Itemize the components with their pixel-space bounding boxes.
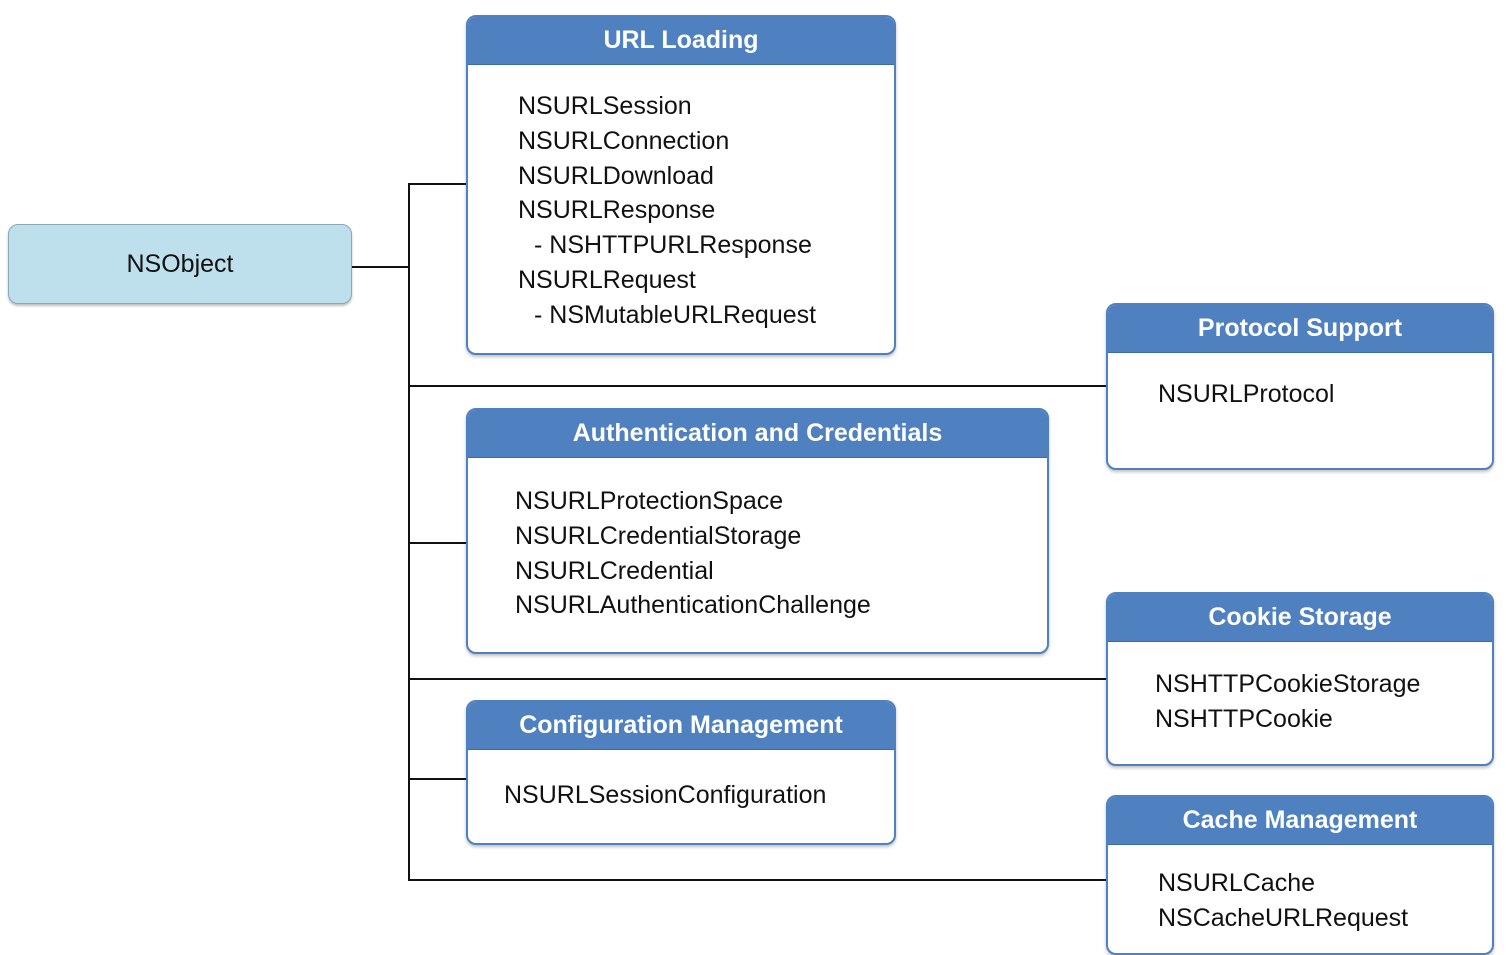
class-item: NSURLProtectionSpace — [515, 487, 784, 515]
class-item: NSURLCache — [1158, 869, 1316, 897]
group-url-loading-title: URL Loading — [468, 17, 894, 65]
class-item: NSHTTPCookie — [1155, 704, 1333, 733]
group-url-loading: URL Loading NSURLSession NSURLConnection… — [466, 15, 896, 355]
group-authentication-items: NSURLProtectionSpace NSURLCredentialStor… — [468, 458, 1047, 623]
class-item: NSURLProtocol — [1158, 380, 1335, 408]
class-item: NSURLCredentialStorage — [515, 521, 802, 550]
connector-trunk — [408, 183, 410, 881]
group-configuration: Configuration Management NSURLSessionCon… — [466, 700, 896, 845]
class-item: NSURLAuthenticationChallenge — [515, 591, 871, 620]
group-protocol-items: NSURLProtocol — [1108, 353, 1492, 412]
group-cache-title: Cache Management — [1108, 797, 1492, 845]
class-item: NSURLConnection — [518, 126, 730, 155]
connector-root — [352, 266, 410, 268]
class-item: NSHTTPCookieStorage — [1155, 670, 1421, 698]
connector-cache — [408, 879, 1108, 881]
group-cookie-title: Cookie Storage — [1108, 594, 1492, 642]
connector-url-loading — [408, 183, 468, 185]
connector-cookie — [408, 678, 1108, 680]
group-cookie: Cookie Storage NSHTTPCookieStorage NSHTT… — [1106, 592, 1494, 766]
connector-authentication — [408, 542, 468, 544]
connector-configuration — [408, 778, 468, 780]
class-item: NSURLCredential — [515, 556, 714, 585]
group-url-loading-items: NSURLSession NSURLConnection NSURLDownlo… — [468, 65, 894, 333]
connector-protocol — [408, 385, 1108, 387]
group-protocol: Protocol Support NSURLProtocol — [1106, 303, 1494, 470]
subclass-item: - NSHTTPURLResponse — [534, 231, 812, 260]
class-item: NSCacheURLRequest — [1158, 903, 1409, 932]
group-cache: Cache Management NSURLCache NSCacheURLRe… — [1106, 795, 1494, 955]
class-item: NSURLDownload — [518, 161, 714, 190]
group-cookie-items: NSHTTPCookieStorage NSHTTPCookie — [1108, 642, 1492, 737]
nsobject-label: NSObject — [126, 249, 234, 278]
group-authentication: Authentication and Credentials NSURLProt… — [466, 408, 1049, 654]
group-protocol-title: Protocol Support — [1108, 305, 1492, 353]
group-authentication-title: Authentication and Credentials — [468, 410, 1047, 458]
class-item: NSURLRequest — [518, 265, 696, 294]
subclass-item: - NSMutableURLRequest — [534, 300, 817, 329]
nsobject-node: NSObject — [8, 224, 352, 304]
group-cache-items: NSURLCache NSCacheURLRequest — [1108, 845, 1492, 936]
group-configuration-items: NSURLSessionConfiguration — [468, 750, 894, 813]
class-item: NSURLResponse — [518, 196, 716, 225]
group-configuration-title: Configuration Management — [468, 702, 894, 750]
class-item: NSURLSession — [518, 92, 692, 120]
class-item: NSURLSessionConfiguration — [504, 781, 827, 809]
